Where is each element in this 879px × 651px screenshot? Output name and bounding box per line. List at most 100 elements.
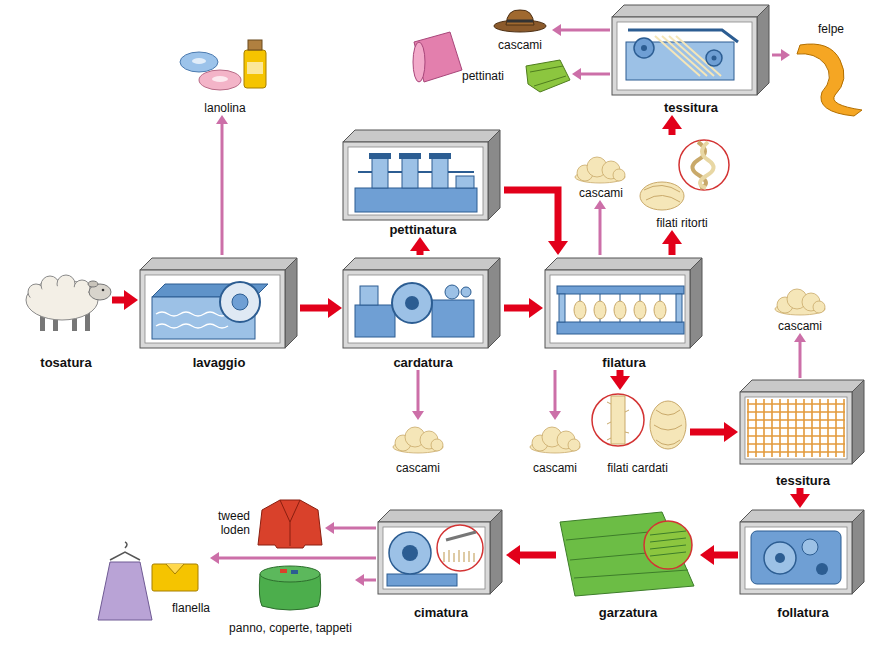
product-label: filati ritorti	[656, 216, 707, 230]
process-label: follatura	[777, 606, 828, 620]
flow-arrow	[594, 200, 606, 255]
flow-arrow	[790, 488, 810, 508]
product-item: filati ritorti	[636, 135, 728, 230]
process-label: cimatura	[414, 606, 468, 620]
product-label: flanella	[172, 601, 210, 615]
arrow-line	[332, 527, 376, 530]
product-item: cascami	[385, 420, 451, 475]
arrow-head	[124, 290, 138, 310]
process-label: pettinatura	[389, 223, 456, 237]
arrow-line	[799, 340, 802, 378]
arrow-head	[549, 411, 561, 420]
process-box: lavaggio	[138, 255, 300, 370]
process-box: tessitura	[610, 3, 772, 115]
process-box: garzatura	[556, 508, 700, 620]
arrow-head	[216, 115, 228, 124]
combing-machine	[355, 153, 477, 212]
shearing-machine	[387, 525, 483, 586]
twisted-yarn	[640, 140, 729, 210]
product-label: tweed loden	[210, 509, 250, 537]
product-label: pettinati	[462, 69, 504, 83]
arrow-head	[412, 411, 424, 420]
arrow-head	[506, 545, 520, 565]
product-item: lanolina	[180, 35, 270, 115]
flow-arrow	[610, 370, 630, 390]
process-label: garzatura	[599, 606, 658, 620]
arrow-head	[552, 24, 561, 36]
flow-arrow	[504, 298, 543, 318]
process-box: tosatura	[20, 265, 112, 370]
process-box: cimatura	[376, 508, 506, 620]
process-box: pettinatura	[342, 127, 504, 237]
product-item: cascami	[525, 420, 585, 475]
product-item: felpe	[790, 22, 872, 117]
table	[259, 566, 320, 610]
product-item: flanella	[98, 545, 210, 615]
arrow-head	[410, 237, 430, 251]
arrow-head	[781, 49, 790, 61]
weave-grid	[747, 399, 845, 457]
arrow-head	[662, 230, 682, 244]
napped-fabric	[560, 512, 694, 596]
spinning-machine	[557, 286, 684, 334]
flow-arrow	[216, 115, 228, 255]
flow-arrow	[112, 290, 138, 310]
process-box: filatura	[543, 255, 705, 370]
flow-arrow	[412, 370, 424, 420]
product-item: panno, coperte, tappeti	[226, 560, 355, 635]
green-fabric	[526, 60, 570, 92]
arrow-head	[548, 241, 568, 255]
arrow-line	[362, 579, 376, 582]
arrow-head	[210, 552, 219, 564]
arrow-head	[700, 545, 714, 565]
flow-arrow	[325, 522, 376, 534]
arrow-head	[790, 494, 810, 508]
product-item: cascami	[568, 150, 634, 200]
product-label: cascami	[498, 38, 542, 52]
fulling-machine	[751, 531, 841, 584]
product-item: cascami	[488, 6, 552, 52]
product-label: cascami	[778, 319, 822, 333]
lanolin-products	[180, 40, 266, 90]
arrow-head	[325, 522, 334, 534]
product-label: cascami	[396, 461, 440, 475]
arrow-head	[529, 298, 543, 318]
arrow-line	[711, 552, 738, 559]
flow-arrow	[662, 230, 682, 255]
arrow-head	[610, 376, 630, 390]
product-label: felpe	[818, 22, 844, 36]
process-label: cardatura	[393, 356, 452, 370]
arrow-line	[221, 122, 224, 255]
arrow-line	[599, 207, 602, 255]
arrow-line	[559, 29, 610, 32]
washing-machine	[152, 282, 268, 339]
arrow-head	[662, 115, 682, 129]
arrow-line	[417, 370, 420, 413]
arrow-head	[355, 574, 364, 586]
arrow-head	[794, 333, 806, 342]
carding-machine	[355, 283, 474, 337]
arrow-head	[724, 422, 738, 442]
flow-arrow	[504, 190, 568, 255]
process-label: tessitura	[776, 474, 830, 488]
arrow-head	[594, 200, 606, 209]
product-item: cascami	[770, 285, 830, 333]
skirt	[98, 542, 152, 620]
process-box: tessitura	[738, 378, 868, 488]
arrow-line	[504, 190, 558, 244]
product-item: tweed loden	[210, 495, 325, 550]
product-label: cascami	[579, 186, 623, 200]
hat	[494, 10, 546, 32]
flow-arrow	[794, 333, 806, 378]
product-label: panno, coperte, tappeti	[229, 621, 352, 635]
arrow-line	[579, 73, 610, 76]
flow-arrow	[549, 370, 561, 420]
process-label: filatura	[602, 356, 645, 370]
flow-arrow	[355, 574, 376, 586]
flow-arrow	[210, 552, 376, 564]
process-label: lavaggio	[193, 356, 246, 370]
loom	[626, 30, 738, 80]
